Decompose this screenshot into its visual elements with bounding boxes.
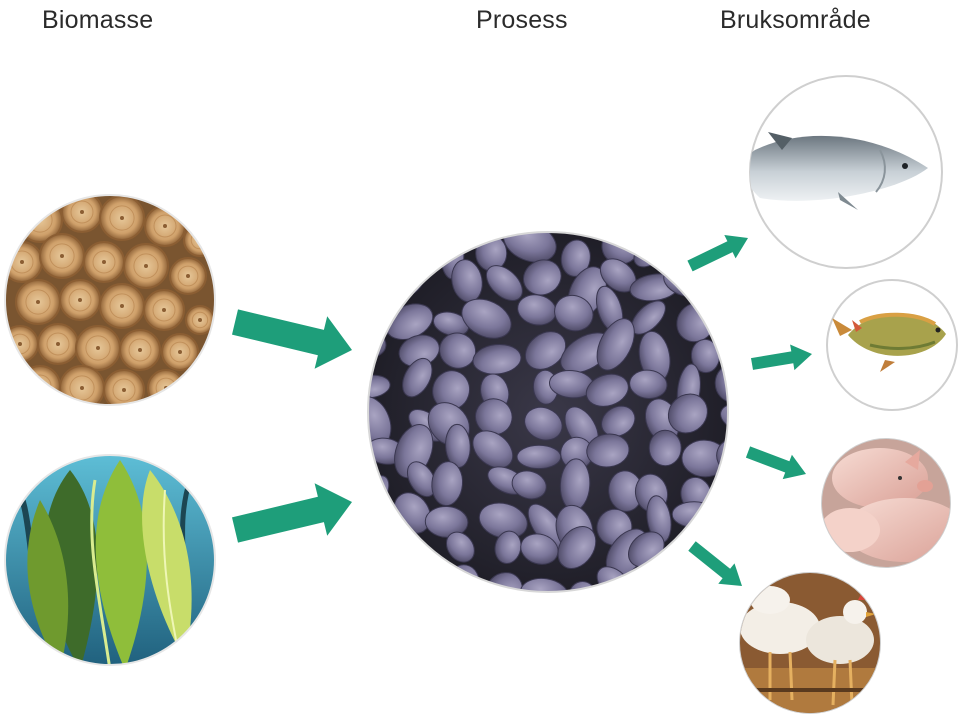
arrow-wood-to-process [232, 309, 352, 369]
process-heading: Prosess [476, 6, 568, 34]
seaweed-image [5, 455, 215, 665]
tilapia-image [832, 312, 946, 372]
salmon-image [750, 132, 928, 210]
flow-arrows [232, 235, 812, 586]
biomass-heading: Biomasse [42, 6, 154, 34]
arrow-seaweed-to-process [232, 483, 352, 543]
usage-heading: Bruksområde [720, 6, 871, 34]
arrow-process-to-chicken [688, 541, 742, 586]
arrow-process-to-pig [745, 446, 806, 480]
arrow-process-to-tilapia [751, 344, 812, 371]
arrow-process-to-salmon [687, 235, 748, 272]
pig-image [822, 439, 950, 567]
wood-logs-image [5, 195, 215, 405]
